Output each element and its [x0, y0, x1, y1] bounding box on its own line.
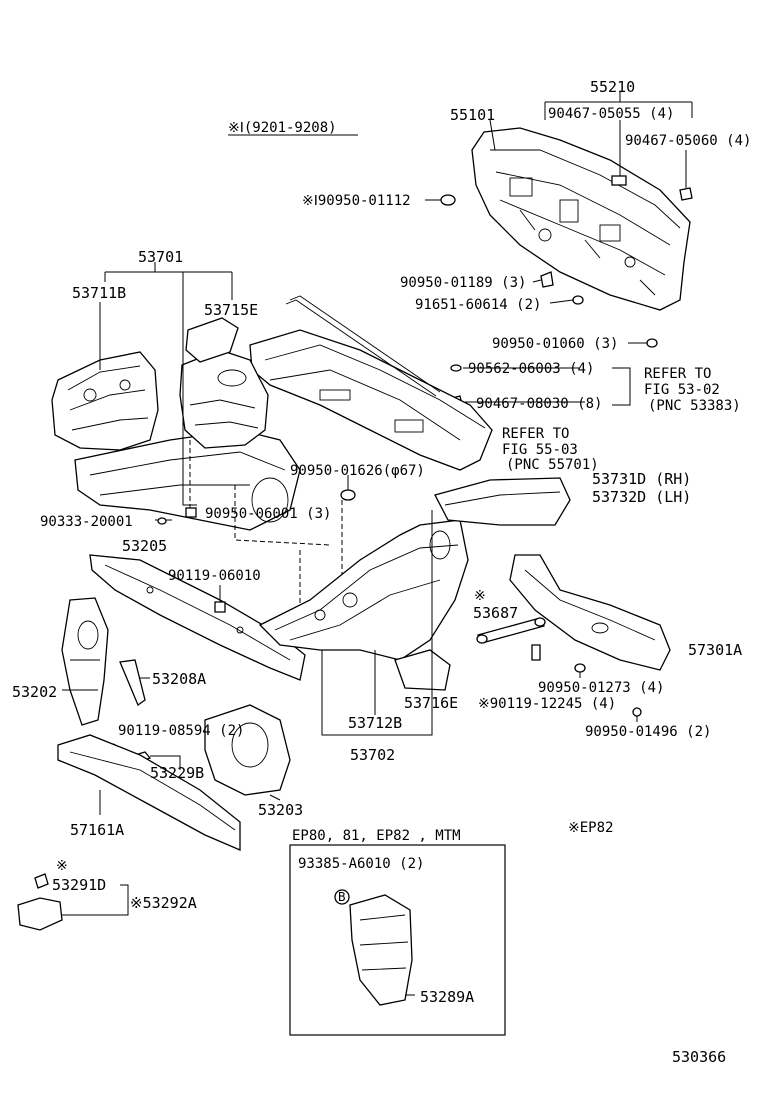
label-53702: 53702: [350, 746, 395, 764]
label-53716E: 53716E: [404, 694, 458, 712]
label-90950-01273: 90950-01273 (4): [538, 680, 664, 696]
frame-fasteners: [531, 644, 642, 722]
label-53711B: 53711B: [72, 284, 126, 302]
label-53715E: 53715E: [204, 301, 258, 319]
label-53229B: 53229B: [150, 764, 204, 782]
label-90333-20001: 90333-20001: [40, 514, 133, 530]
brace-53687: [476, 617, 546, 644]
label-90950-01112: ※Ⅰ90950-01112: [302, 193, 411, 209]
bolt-90119-06010: [214, 585, 226, 613]
label-90467-05055: 90467-05055 (4): [548, 106, 674, 122]
brace-53208A: [119, 659, 150, 707]
label-refer2-line1: REFER TO: [502, 426, 569, 442]
support-53202: [61, 597, 109, 726]
clip-53291D: [17, 873, 129, 931]
group-53702-leaders: [321, 510, 433, 736]
label-53291D: 53291D: [52, 876, 106, 894]
label-93385-a6010: 93385-A6010 (2): [298, 856, 424, 872]
label-53291D-mark: ※: [56, 858, 68, 874]
side-member-53702: [258, 477, 571, 691]
label-figure-number: 530366: [672, 1048, 726, 1066]
group-53701-leaders: [99, 262, 356, 525]
apron-53711B: [51, 351, 301, 531]
svg-text:B: B: [338, 889, 346, 904]
label-inset-title: EP80, 81, EP82 , MTM: [292, 828, 461, 844]
label-90950-01496: 90950-01496 (2): [585, 724, 711, 740]
label-refer1-line1: REFER TO: [644, 366, 711, 382]
label-53701: 53701: [138, 248, 183, 266]
label-90119-12245: ※90119-12245 (4): [478, 696, 616, 712]
frame-57301A: [509, 554, 671, 671]
label-53687: 53687: [473, 604, 518, 622]
dash-leaders: [425, 92, 693, 406]
label-90119-08594: 90119-08594 (2): [118, 723, 244, 739]
cowl-panel: [249, 295, 493, 471]
support-53203: [204, 704, 291, 801]
label-90950-06001: 90950-06001 (3): [205, 506, 331, 522]
label-57161A: 57161A: [70, 821, 124, 839]
apron-53715E: [179, 317, 269, 449]
label-90467-05060: 90467-05060 (4): [625, 133, 751, 149]
radiator-support-53205: [89, 554, 306, 681]
label-55101: 55101: [450, 106, 495, 124]
label-53731D: 53731D (RH): [592, 470, 691, 488]
label-90562-06003: 90562-06003 (4): [468, 361, 594, 377]
crossmember-57161A: [57, 734, 241, 851]
inset-ep80: B: [289, 844, 506, 1036]
label-53205: 53205: [122, 537, 167, 555]
label-period-note: ※Ⅰ(9201-9208): [228, 120, 337, 136]
label-53202: 53202: [12, 683, 57, 701]
label-55210: 55210: [590, 78, 635, 96]
dash-fasteners: [440, 175, 693, 407]
label-refer1-line2: FIG 53-02: [644, 382, 720, 398]
label-53712B: 53712B: [348, 714, 402, 732]
label-refer1-line3: (PNC 53383): [648, 398, 741, 414]
labels: ※Ⅰ(9201-9208) 55210 55101 90467-05055 (4…: [12, 78, 751, 1066]
label-90950-01189: 90950-01189 (3): [400, 275, 526, 291]
label-53292A: ※53292A: [130, 894, 197, 912]
label-53687-mark: ※: [474, 588, 486, 604]
label-refer2-line2: FIG 55-03: [502, 442, 578, 458]
label-53208A: 53208A: [152, 670, 206, 688]
label-refer2-line3: (PNC 55701): [506, 457, 599, 473]
label-53289A: 53289A: [420, 988, 474, 1006]
label-90119-06010: 90119-06010: [168, 568, 261, 584]
label-53732D: 53732D (LH): [592, 488, 691, 506]
label-57301A: 57301A: [688, 641, 742, 659]
label-91651-60614: 91651-60614 (2): [415, 297, 541, 313]
label-ep82-note: ※EP82: [568, 820, 613, 836]
label-90950-01626: 90950-01626(φ67): [290, 463, 425, 479]
dash-panel-55101: [471, 127, 691, 311]
label-90467-08030: 90467-08030 (8): [476, 396, 602, 412]
label-53203: 53203: [258, 801, 303, 819]
label-90950-01060: 90950-01060 (3): [492, 336, 618, 352]
